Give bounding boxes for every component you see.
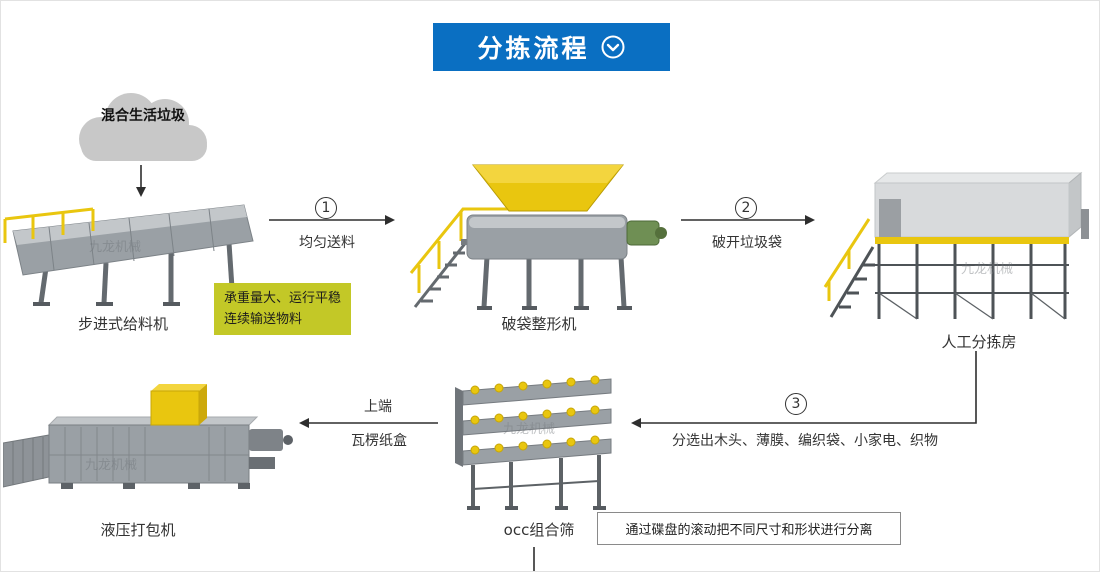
bag-breaker-legs <box>481 256 627 308</box>
cloud-shape <box>79 93 207 161</box>
step-1-number: 1 <box>315 197 337 219</box>
step-2-label: 破开垃圾袋 <box>712 235 782 251</box>
baler-label: 液压打包机 <box>100 521 176 539</box>
sorting-room-label: 人工分拣房 <box>941 333 1017 351</box>
feeder-note: 承重量大、运行平稳 连续输送物料 <box>214 283 352 335</box>
feeder-note-line2: 连续输送物料 <box>224 312 303 327</box>
arrowhead-left-1 <box>631 418 641 428</box>
occ-screen-illustration: 九龙机械 <box>455 375 612 510</box>
feeder-illustration: 九龙机械 <box>3 204 254 306</box>
baler-illustration: 九龙机械 <box>3 384 293 489</box>
bag-breaker-feet <box>477 306 632 310</box>
occ-note: 通过碟盘的滚动把不同尺寸和形状进行分离 <box>597 512 901 545</box>
bag-breaker-stairs <box>413 240 469 308</box>
room-stairs <box>829 246 875 318</box>
occ-discs <box>470 375 600 455</box>
waste-cloud: 混合生活垃圾 <box>63 81 223 181</box>
step-1-label: 均匀送料 <box>299 235 355 251</box>
sorting-room-illustration: 九龙机械 <box>823 171 1089 320</box>
feeder-feet <box>33 302 242 306</box>
step-4-label-bottom: 瓦楞纸盒 <box>351 433 407 449</box>
room-yellow-stripe <box>875 237 1069 244</box>
watermark-text: 九龙机械 <box>503 422 555 437</box>
baler-channel-ribs <box>12 437 44 485</box>
chevron-down-circle-icon <box>601 35 624 59</box>
feeder-note-line1: 承重量大、运行平稳 <box>224 291 342 306</box>
baler-cabinet <box>150 384 207 426</box>
baler-body <box>48 424 250 484</box>
watermark-text: 九龙机械 <box>89 240 141 255</box>
bag-breaker-stair-railing <box>409 207 509 293</box>
occ-decks <box>462 378 612 466</box>
step-3-label: 分选出木头、薄膜、编织袋、小家电、织物 <box>672 433 938 449</box>
arrowhead-left-2 <box>299 418 309 428</box>
room-frame-beams <box>875 264 1069 294</box>
feeder-railing <box>3 207 95 243</box>
occ-screen-label: occ组合筛 <box>503 521 575 539</box>
bag-breaker-illustration <box>409 164 667 310</box>
room-stair-railing <box>823 218 871 301</box>
step-3-number: 3 <box>785 393 807 415</box>
bag-breaker-hopper-inner <box>473 165 623 183</box>
room-roof <box>873 172 1083 184</box>
occ-side-panel <box>455 387 463 467</box>
room-pipe <box>1081 209 1089 239</box>
watermark-text: 九龙机械 <box>85 458 137 473</box>
room-side <box>1068 171 1082 239</box>
room-door <box>879 199 901 237</box>
banner-title: 分拣流程 <box>477 34 590 63</box>
cloud-label: 混合生活垃圾 <box>101 108 185 124</box>
watermark-text: 九龙机械 <box>961 262 1013 277</box>
baler-feet <box>61 483 250 489</box>
occ-cross-brace <box>472 480 600 490</box>
baler-body-ribs <box>49 427 249 481</box>
feeder-label: 步进式给料机 <box>77 315 168 333</box>
room-frame-columns <box>877 244 1067 319</box>
step-4-label-top: 上端 <box>364 399 392 415</box>
bag-breaker-body-top <box>469 217 625 228</box>
room-front <box>874 182 1070 238</box>
arrow-room-to-occ <box>639 351 977 424</box>
section-banner: 分拣流程 <box>433 23 670 71</box>
baler-channel <box>3 434 50 488</box>
bag-breaker-motor <box>626 220 667 246</box>
bag-breaker-label: 破袋整形机 <box>501 315 577 333</box>
arrowhead-right-1 <box>385 215 395 225</box>
feeder-ribs <box>48 208 215 271</box>
occ-feet <box>467 506 606 510</box>
baler-rear-unit <box>249 429 293 469</box>
step-2-number: 2 <box>735 197 757 219</box>
room-frame-braces <box>878 292 1066 320</box>
